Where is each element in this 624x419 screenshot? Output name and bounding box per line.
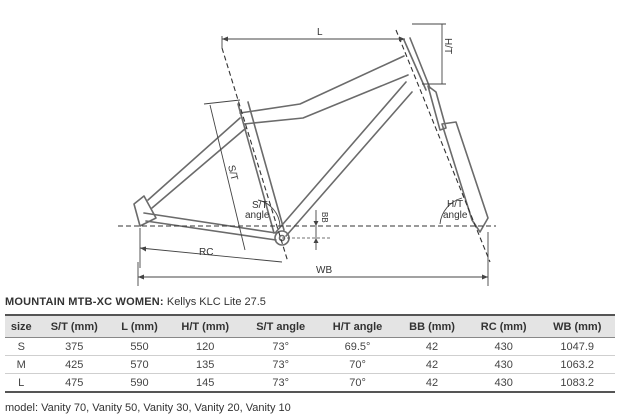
column-header: S/T angle — [242, 314, 319, 338]
table-row: M 425 570 135 73° 70° 42 430 1063.2 — [5, 355, 615, 374]
table-cell: 475 — [37, 373, 112, 393]
seat-tube-angle-marker: S/T angle — [245, 199, 281, 227]
column-header: RC (mm) — [467, 314, 540, 338]
seat-stay — [147, 117, 247, 209]
down-tube — [275, 81, 413, 237]
table-cell: 375 — [37, 337, 112, 356]
geometry-table: size S/T (mm) L (mm) H/T (mm) S/T angle … — [5, 314, 615, 393]
table-cell: 69.5° — [318, 337, 397, 356]
wheelbase-dimension: WB — [137, 232, 489, 286]
geometry-heading: MOUNTAIN MTB-XC WOMEN: Kellys KLC Lite 2… — [5, 296, 266, 308]
compatible-models: model: Vanity 70, Vanity 50, Vanity 30, … — [5, 402, 291, 414]
table-cell: L — [5, 373, 38, 393]
table-cell: 430 — [467, 337, 540, 356]
column-header: BB (mm) — [396, 314, 468, 338]
seat-tube-dimension: S/T — [203, 99, 246, 251]
table-cell: 120 — [167, 337, 243, 356]
head-tube — [403, 37, 431, 91]
table-cell: 430 — [467, 355, 540, 374]
table-row: S 375 550 120 73° 69.5° 42 430 1047.9 — [5, 337, 615, 356]
rear-dropout — [133, 195, 157, 227]
table-cell: 430 — [467, 373, 540, 393]
table-cell: M — [5, 355, 38, 374]
label-st-angle-1: S/T — [252, 200, 268, 211]
column-header: WB (mm) — [539, 314, 615, 338]
reach-dimension: L — [221, 27, 405, 48]
table-cell: 590 — [111, 373, 168, 393]
seat-tube — [237, 101, 285, 234]
label-st-angle-2: angle — [245, 210, 270, 221]
column-header: H/T angle — [318, 314, 397, 338]
chain-stay — [143, 212, 277, 241]
label-bb: BB — [320, 212, 329, 223]
column-header: size — [5, 314, 38, 338]
seat-tube-axis — [221, 47, 289, 263]
bike-frame — [133, 37, 431, 246]
table-cell: 425 — [37, 355, 112, 374]
table-cell: 1047.9 — [539, 337, 615, 356]
table-header-row: size S/T (mm) L (mm) H/T (mm) S/T angle … — [5, 314, 615, 338]
rear-centre-dimension: RC — [139, 228, 283, 268]
table-row: L 475 590 145 73° 70° 42 430 1083.2 — [5, 373, 615, 393]
table-cell: 1063.2 — [539, 355, 615, 374]
top-tube — [239, 55, 409, 125]
label-l: L — [317, 27, 323, 38]
table-cell: 42 — [396, 373, 468, 393]
table-cell: 1083.2 — [539, 373, 615, 393]
label-ht-angle-2: angle — [443, 210, 468, 221]
table-cell: 70° — [318, 355, 397, 374]
table-cell: 73° — [242, 355, 319, 374]
column-header: L (mm) — [111, 314, 168, 338]
table-cell: 42 — [396, 355, 468, 374]
table-cell: 70° — [318, 373, 397, 393]
bb-drop-dimension: BB — [313, 210, 329, 250]
table-cell: S — [5, 337, 38, 356]
column-header: S/T (mm) — [37, 314, 112, 338]
label-ht: H/T — [442, 38, 453, 54]
table-cell: 135 — [167, 355, 243, 374]
table-cell: 550 — [111, 337, 168, 356]
table-cell: 42 — [396, 337, 468, 356]
head-tube-angle-marker: H/T angle — [439, 197, 468, 225]
label-ht-angle-1: H/T — [447, 199, 463, 210]
fork-stanchion — [427, 85, 447, 131]
table-cell: 73° — [242, 337, 319, 356]
table-cell: 73° — [242, 373, 319, 393]
head-tube-dimension: H/T — [412, 23, 453, 85]
category-title: MOUNTAIN MTB-XC WOMEN: — [5, 296, 164, 308]
head-tube-axis — [395, 29, 491, 263]
table-cell: 145 — [167, 373, 243, 393]
column-header: H/T (mm) — [167, 314, 243, 338]
table-cell: 570 — [111, 355, 168, 374]
label-rc: RC — [199, 247, 213, 258]
bike-model-name: Kellys KLC Lite 27.5 — [163, 296, 266, 308]
label-wb: WB — [316, 265, 332, 276]
frame-geometry-diagram: L H/T S/T S/T angle H/T angle BB RC — [118, 23, 496, 286]
label-st: S/T — [225, 164, 239, 182]
